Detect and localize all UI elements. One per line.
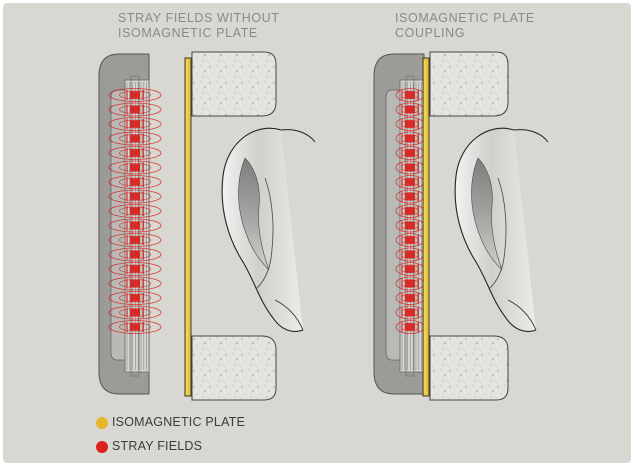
left-top-pad [191, 51, 277, 117]
left-ear [221, 127, 316, 333]
left-bottom-pad [191, 335, 277, 401]
right-isomagnetic-plate [422, 57, 430, 397]
right-ear [454, 127, 549, 333]
left-panel-title-line2: ISOMAGNETIC PLATE [118, 26, 258, 40]
left-panel-title-line1: STRAY FIELDS WITHOUT [118, 11, 280, 25]
right-panel-title-line1: ISOMAGNETIC PLATE [395, 11, 535, 25]
left-isomagnetic-plate [184, 57, 192, 397]
legend-plate-dot [96, 417, 108, 429]
right-top-pad [429, 51, 509, 117]
left-stray-fields [108, 88, 162, 334]
right-panel [373, 51, 549, 401]
legend-stray-dot [96, 441, 108, 453]
legend-plate-label: ISOMAGNETIC PLATE [112, 415, 246, 429]
right-bottom-pad [429, 335, 509, 401]
right-panel-title-line2: COUPLING [395, 26, 466, 40]
left-panel [98, 51, 316, 401]
diagram-frame [3, 3, 631, 463]
legend-stray-label: STRAY FIELDS [112, 439, 203, 453]
